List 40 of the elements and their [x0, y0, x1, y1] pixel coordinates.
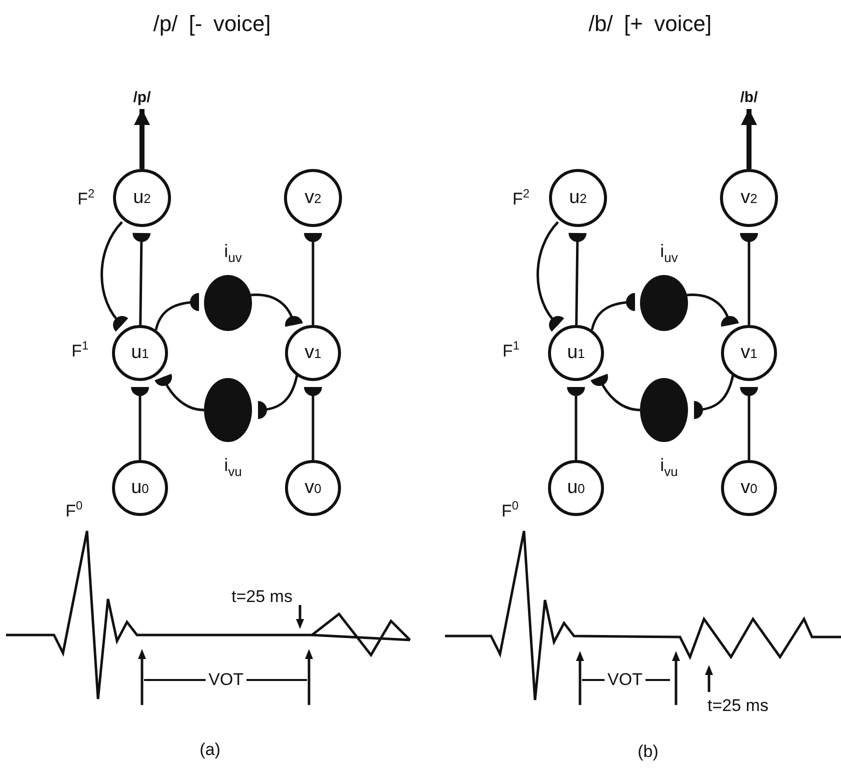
layer-label: F$^{1}$ — [71, 338, 89, 362]
time-label: t=25 ms — [708, 696, 768, 716]
synapse-connection — [694, 374, 734, 419]
panel-heading: /b/ [+ voice] — [588, 11, 712, 37]
synapse-connection — [250, 294, 303, 328]
panel-label: (b) — [638, 742, 658, 762]
output-arrow — [741, 109, 757, 169]
node-caption: i$_{uv}$ — [660, 241, 678, 265]
synapse-connection — [154, 293, 200, 330]
node-caption: i$_{vu}$ — [660, 455, 678, 479]
layer-label: F$^{1}$ — [502, 338, 520, 362]
synapse-connection — [740, 233, 758, 325]
node-caption: i$_{vu}$ — [224, 455, 242, 479]
layer-label: F$^{0}$ — [65, 498, 83, 522]
output-arrow — [134, 109, 150, 169]
output-label: /b/ — [734, 87, 764, 107]
layer-label: F$^{0}$ — [501, 498, 519, 522]
synapse-connection — [131, 387, 149, 460]
synapse-connection — [568, 232, 587, 326]
synapse-connection — [686, 294, 739, 328]
synapse-connection — [132, 232, 151, 326]
panel-heading: /p/ [- voice] — [153, 11, 271, 37]
interneuron-ellipse — [640, 275, 688, 331]
synapse-connection — [567, 387, 585, 460]
synapse-connection — [100, 221, 129, 332]
synapse-connection — [258, 374, 298, 419]
layer-label: F$^{2}$ — [77, 186, 95, 210]
synapse-connection — [590, 373, 640, 412]
node-caption: i$_{uv}$ — [224, 241, 242, 265]
synapse-connection — [740, 387, 758, 460]
synapse-connection — [536, 221, 565, 332]
output-label: /p/ — [127, 87, 157, 107]
synapse-connection — [154, 373, 204, 412]
layer-label: F$^{2}$ — [512, 186, 530, 210]
time-label: t=25 ms — [232, 587, 292, 607]
synapse-connection — [590, 293, 636, 330]
panel-label: (a) — [200, 740, 220, 760]
synapse-connection — [304, 387, 322, 460]
synapse-connection — [304, 233, 322, 325]
interneuron-ellipse — [204, 275, 252, 331]
